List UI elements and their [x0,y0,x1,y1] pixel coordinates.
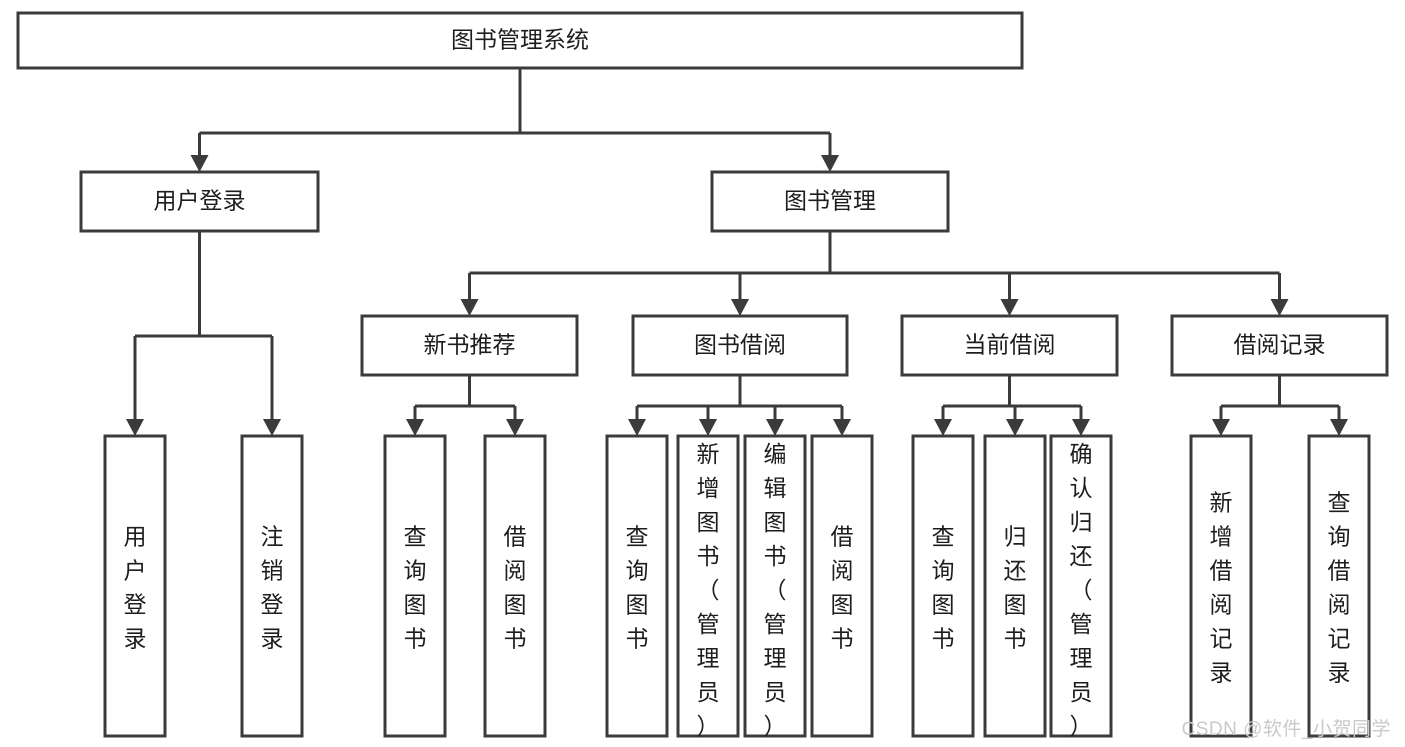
arrowhead-icon [766,419,784,436]
node-leaf-return-book-label: 归还图书 [1004,524,1027,652]
arrowhead-icon [263,419,281,436]
node-book-borrow-label: 图书借阅 [694,332,786,358]
node-user-login-box[interactable] [79,170,320,233]
node-borrow-record-box[interactable] [1170,314,1389,377]
node-leaf-query-record-label: 查询借阅记录 [1328,490,1351,686]
node-leaf-return-book-box[interactable] [983,434,1047,738]
node-new-book-rec[interactable]: 新书推荐 [360,314,579,377]
node-leaf-user-login-label: 用户登录 [124,524,147,652]
node-leaf-query-book-3[interactable]: 查询图书 [911,434,975,738]
node-leaf-query-book-1[interactable]: 查询图书 [383,434,447,738]
edges-user-login-to-leaves [126,231,281,436]
node-leaf-query-book-1-box[interactable] [383,434,447,738]
node-leaf-query-book-2-box[interactable] [605,434,669,738]
node-leaf-user-login-box[interactable] [103,434,167,738]
node-leaf-borrow-book-1-box[interactable] [483,434,547,738]
arrowhead-icon [1270,299,1289,316]
node-leaf-edit-book-box[interactable] [743,434,807,738]
arrowhead-icon [460,299,479,316]
arrowhead-icon [821,155,839,172]
node-leaf-edit-book[interactable]: 编辑图书（管理员） [743,434,807,739]
arrowhead-icon [699,419,717,436]
node-leaf-borrow-book-2[interactable]: 借阅图书 [810,434,874,738]
arrowhead-icon [1006,419,1024,436]
node-root-system[interactable]: 图书管理系统 [16,11,1024,70]
node-leaf-query-record-box[interactable] [1307,434,1371,738]
node-leaf-edit-book-label: 编辑图书（管理员） [764,441,787,739]
node-leaf-borrow-book-2-box[interactable] [810,434,874,738]
arrowhead-icon [731,299,749,316]
node-leaf-confirm-return-label: 确认归还（管理员） [1070,441,1093,739]
node-leaf-confirm-return[interactable]: 确认归还（管理员） [1049,434,1113,739]
node-user-login[interactable]: 用户登录 [79,170,320,233]
node-user-login-label: 用户登录 [154,188,246,214]
edges-borrow-record-to-leaves [1212,375,1348,436]
node-leaf-logout[interactable]: 注销登录 [240,434,304,738]
arrowhead-icon [190,155,209,172]
node-leaf-query-book-2-label: 查询图书 [626,524,649,652]
node-current-borrow[interactable]: 当前借阅 [900,314,1119,377]
node-new-book-rec-label: 新书推荐 [424,332,516,358]
arrowhead-icon [1000,299,1019,316]
node-leaf-add-book[interactable]: 新增图书（管理员） [676,434,740,739]
node-book-manage-label: 图书管理 [784,188,876,214]
arrowhead-icon [1212,419,1230,436]
node-leaf-query-record[interactable]: 查询借阅记录 [1307,434,1371,738]
node-book-manage-box[interactable] [710,170,950,233]
edges-root-to-level2 [190,68,839,172]
arrowhead-icon [934,419,952,436]
watermark-label: CSDN @软件_小贺同学 [1181,719,1391,740]
node-leaf-query-book-1-label: 查询图书 [404,524,427,652]
arrowhead-icon [1330,419,1348,436]
node-leaf-confirm-return-box[interactable] [1049,434,1113,738]
connector-layer [126,68,1348,436]
arrowhead-icon [126,419,144,436]
node-leaf-add-book-box[interactable] [676,434,740,738]
node-leaf-add-record-label: 新增借阅记录 [1210,490,1233,686]
node-leaf-return-book[interactable]: 归还图书 [983,434,1047,738]
node-root-system-box[interactable] [16,11,1024,70]
arrowhead-icon [506,419,524,436]
node-leaf-borrow-book-2-label: 借阅图书 [831,524,854,652]
node-new-book-rec-box[interactable] [360,314,579,377]
node-leaf-query-book-3-label: 查询图书 [932,524,955,652]
node-book-borrow[interactable]: 图书借阅 [631,314,849,377]
node-current-borrow-box[interactable] [900,314,1119,377]
node-borrow-record[interactable]: 借阅记录 [1170,314,1389,377]
node-book-manage[interactable]: 图书管理 [710,170,950,233]
edges-book-borrow-to-leaves [628,375,851,436]
arrowhead-icon [833,419,851,436]
node-leaf-add-book-label: 新增图书（管理员） [697,441,720,739]
edges-new-book-rec-to-leaves [406,375,524,436]
arrowhead-icon [406,419,424,436]
node-layer: 图书管理系统用户登录图书管理新书推荐图书借阅当前借阅借阅记录用户登录注销登录查询… [16,11,1389,739]
node-leaf-add-record[interactable]: 新增借阅记录 [1189,434,1253,738]
node-borrow-record-label: 借阅记录 [1234,332,1326,358]
arrowhead-icon [1072,419,1090,436]
edges-bookmanage-to-level3 [460,231,1289,316]
node-leaf-query-book-3-box[interactable] [911,434,975,738]
node-leaf-logout-label: 注销登录 [261,524,284,652]
arrowhead-icon [628,419,646,436]
node-leaf-add-record-box[interactable] [1189,434,1253,738]
node-leaf-borrow-book-1[interactable]: 借阅图书 [483,434,547,738]
node-current-borrow-label: 当前借阅 [964,332,1056,358]
node-leaf-query-book-2[interactable]: 查询图书 [605,434,669,738]
node-book-borrow-box[interactable] [631,314,849,377]
edges-current-borrow-to-leaves [934,375,1090,436]
node-leaf-borrow-book-1-label: 借阅图书 [504,524,527,652]
node-leaf-logout-box[interactable] [240,434,304,738]
node-root-system-label: 图书管理系统 [451,27,589,53]
node-leaf-user-login[interactable]: 用户登录 [103,434,167,738]
